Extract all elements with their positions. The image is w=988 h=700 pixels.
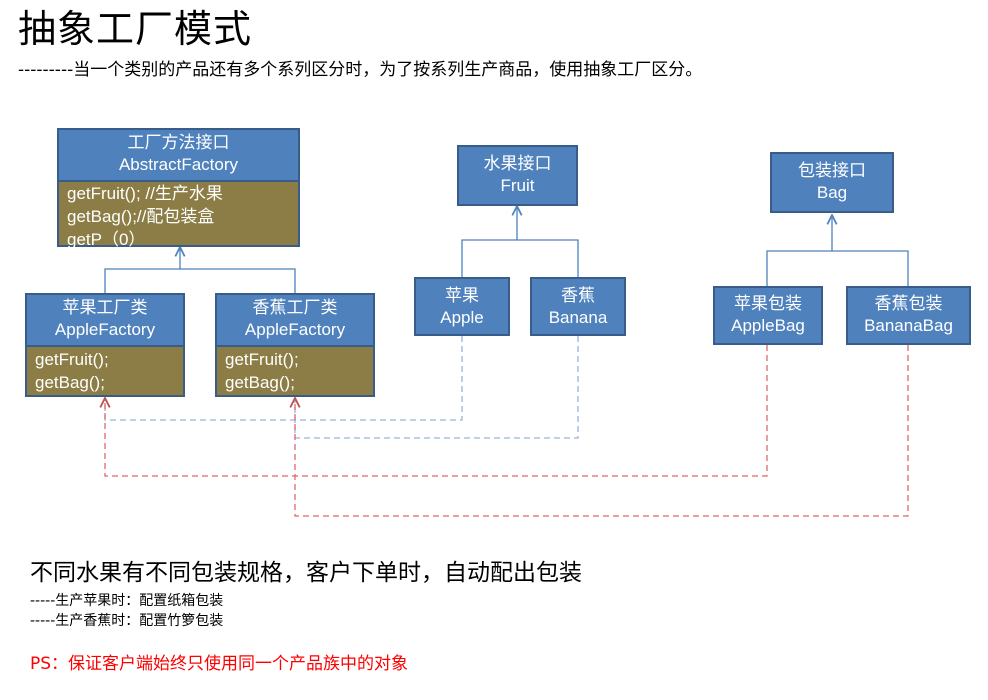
abstract-factory-en-name: AbstractFactory bbox=[118, 155, 239, 174]
bananabag-to-bananafactory-dashed-connector bbox=[295, 345, 909, 517]
factory-inheritance-connector bbox=[104, 247, 296, 293]
fruit-interface-en-name: Fruit bbox=[500, 176, 535, 195]
note-apple: -----生产苹果时：配置纸箱包装 bbox=[30, 593, 224, 609]
banana-factory-cn-name: 香蕉工厂类 bbox=[252, 298, 338, 318]
apple-factory-en-name: AppleFactory bbox=[54, 320, 156, 339]
bag-interface-cn-name: 包装接口 bbox=[798, 161, 866, 181]
method-line: getBag(); bbox=[225, 373, 295, 392]
abstract-factory-methods: getFruit(); //生产水果 getBag();//配包装盒 getP（… bbox=[59, 182, 298, 252]
apple-class-box: 苹果 Apple bbox=[414, 277, 510, 336]
note-banana: -----生产香蕉时：配置竹箩包装 bbox=[30, 613, 224, 629]
page-title: 抽象工厂模式 bbox=[18, 7, 253, 51]
abstract-factory-cn-name: 工厂方法接口 bbox=[127, 133, 230, 153]
method-line: getFruit(); bbox=[35, 350, 109, 369]
method-line: getFruit(); //生产水果 bbox=[67, 184, 223, 203]
abstract-factory-class-box: 工厂方法接口 AbstractFactory getFruit(); //生产水… bbox=[57, 128, 300, 249]
apple-bag-en-name: AppleBag bbox=[731, 316, 805, 335]
apple-en-name: Apple bbox=[440, 308, 484, 327]
bag-inheritance-connector bbox=[766, 215, 909, 286]
apple-bag-cn-name: 苹果包装 bbox=[734, 294, 802, 314]
banana-bag-en-name: BananaBag bbox=[864, 316, 953, 335]
apple-factory-header: 苹果工厂类 AppleFactory bbox=[27, 295, 183, 347]
method-line: getBag(); bbox=[35, 373, 105, 392]
bag-interface-en-name: Bag bbox=[816, 183, 848, 202]
banana-bag-cn-name: 香蕉包装 bbox=[874, 294, 943, 314]
banana-factory-header: 香蕉工厂类 AppleFactory bbox=[217, 295, 373, 347]
fruit-inheritance-connector bbox=[461, 206, 579, 277]
apple-cn-name: 苹果 bbox=[445, 286, 479, 306]
bag-interface-box: 包装接口 Bag bbox=[770, 152, 894, 213]
method-line: getBag();//配包装盒 bbox=[67, 207, 215, 226]
apple-bag-class-box: 苹果包装 AppleBag bbox=[713, 286, 823, 345]
page-subtitle: ---------当一个类别的产品还有多个系列区分时，为了按系列生产商品，使用抽… bbox=[18, 60, 703, 80]
banana-factory-class-box: 香蕉工厂类 AppleFactory getFruit(); getBag(); bbox=[215, 293, 375, 397]
banana-class-box: 香蕉 Banana bbox=[530, 277, 626, 336]
fruit-interface-box: 水果接口 Fruit bbox=[457, 145, 578, 206]
banana-factory-methods: getFruit(); getBag(); bbox=[217, 347, 373, 395]
abstract-factory-header: 工厂方法接口 AbstractFactory bbox=[59, 130, 298, 182]
note-main: 不同水果有不同包装规格，客户下单时，自动配出包装 bbox=[30, 560, 582, 586]
ps-note: PS：保证客户端始终只使用同一个产品族中的对象 bbox=[30, 654, 409, 674]
banana-cn-name: 香蕉 bbox=[561, 286, 595, 306]
banana-bag-class-box: 香蕉包装 BananaBag bbox=[846, 286, 971, 345]
apple-factory-cn-name: 苹果工厂类 bbox=[62, 298, 148, 318]
apple-factory-methods: getFruit(); getBag(); bbox=[27, 347, 183, 395]
banana-factory-en-name: AppleFactory bbox=[244, 320, 346, 339]
method-line: getFruit(); bbox=[225, 350, 299, 369]
apple-factory-class-box: 苹果工厂类 AppleFactory getFruit(); getBag(); bbox=[25, 293, 185, 397]
fruit-interface-cn-name: 水果接口 bbox=[483, 154, 552, 174]
applebag-to-applefactory-dashed-connector bbox=[105, 345, 768, 477]
banana-en-name: Banana bbox=[548, 308, 608, 327]
method-line: getP（0） bbox=[67, 230, 146, 249]
